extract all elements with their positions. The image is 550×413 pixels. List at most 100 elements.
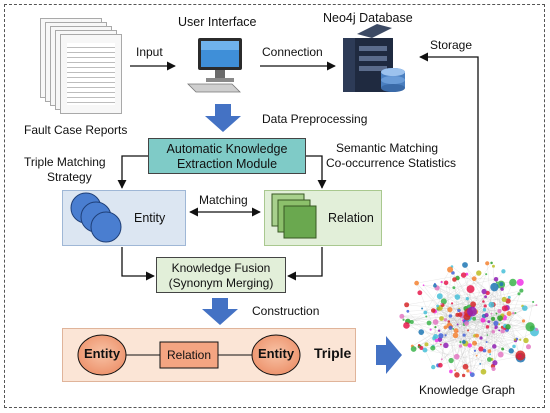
triple-relation-box	[159, 341, 219, 369]
graph-node	[421, 307, 424, 310]
graph-node	[450, 302, 454, 305]
graph-edge	[459, 314, 465, 342]
graph-node	[452, 277, 457, 282]
storage-arrow	[419, 52, 479, 262]
graph-node	[467, 329, 470, 332]
graph-node	[522, 305, 528, 311]
graph-edge	[433, 339, 521, 368]
module-to-entity-arrow	[117, 155, 148, 189]
graph-node	[425, 315, 428, 318]
graph-node	[492, 360, 498, 366]
graph-node	[475, 354, 478, 357]
graph-node	[447, 307, 453, 313]
fault-case-reports-stack	[40, 18, 130, 118]
graph-node	[449, 369, 453, 374]
graph-node	[512, 344, 516, 349]
graph-node	[493, 320, 499, 327]
construction-label: Construction	[252, 304, 320, 318]
graph-node	[501, 269, 506, 274]
entity-circles-icon	[70, 192, 122, 243]
triple-entity-left-ellipse	[77, 334, 127, 376]
graph-node	[492, 344, 497, 349]
graph-node	[491, 366, 496, 372]
entity-panel-label: Entity	[134, 211, 166, 225]
data-preprocessing-arrow	[205, 104, 241, 132]
user-interface-label: User Interface	[178, 15, 257, 29]
graph-edge	[454, 279, 485, 317]
graph-node	[443, 342, 449, 349]
triple-matching-strategy-line2: Strategy	[47, 170, 92, 184]
graph-edge	[423, 285, 458, 298]
triple-entity-right-ellipse	[251, 334, 301, 376]
graph-node	[453, 353, 460, 360]
graph-node	[516, 278, 524, 286]
graph-node	[443, 318, 447, 322]
graph-node	[481, 288, 487, 295]
graph-node	[426, 320, 432, 326]
graph-node	[459, 340, 462, 344]
construction-arrow	[202, 298, 238, 325]
entity-to-fusion-arrow	[121, 247, 155, 281]
graph-node	[466, 369, 470, 373]
graph-node	[491, 330, 496, 334]
graph-node	[490, 261, 493, 265]
graph-node	[430, 345, 436, 351]
graph-edge	[470, 291, 485, 373]
graph-node	[509, 278, 517, 287]
graph-edge	[489, 329, 508, 352]
graph-node	[489, 353, 492, 356]
graph-node	[508, 348, 514, 354]
graph-edge	[484, 326, 488, 351]
graph-node	[422, 284, 425, 287]
graph-node	[461, 319, 464, 322]
graph-node	[431, 364, 436, 370]
graph-node	[517, 354, 522, 359]
graph-node	[494, 325, 498, 329]
graph-node	[433, 283, 437, 288]
graph-edge	[460, 345, 494, 370]
graph-node	[498, 323, 501, 326]
graph-node	[399, 313, 405, 319]
graph-edge	[456, 330, 516, 341]
graph-node	[448, 314, 453, 318]
triple-entity-left-label: Entity	[83, 346, 121, 361]
graph-edge	[468, 327, 497, 331]
extraction-module-box: Automatic Knowledge Extraction Module	[148, 138, 306, 174]
graph-node	[456, 323, 459, 326]
graph-node	[437, 329, 441, 332]
graph-node	[486, 334, 489, 336]
graph-edge	[464, 264, 494, 305]
graph-node	[473, 349, 477, 352]
graph-node	[457, 312, 463, 317]
semantic-matching-label: Semantic Matching	[336, 141, 439, 155]
triple-relation-label: Relation	[166, 348, 212, 362]
graph-node	[454, 369, 457, 372]
relation-to-fusion-arrow	[287, 247, 323, 281]
graph-node	[443, 280, 449, 286]
graph-node	[451, 271, 455, 275]
graph-edge	[457, 277, 497, 280]
graph-edge	[451, 303, 521, 340]
graph-node	[418, 329, 425, 335]
graph-node	[444, 334, 447, 337]
graph-node	[461, 373, 466, 378]
graph-node	[525, 322, 535, 332]
graph-node	[417, 290, 423, 296]
graph-node	[472, 340, 477, 346]
graph-edge	[423, 285, 441, 308]
graph-edge	[470, 289, 494, 332]
knowledge-fusion-line1: Knowledge Fusion	[171, 261, 271, 275]
graph-node	[464, 321, 469, 326]
graph-edge	[460, 346, 466, 367]
graph-node	[497, 351, 504, 358]
graph-node	[514, 311, 517, 315]
graph-node	[432, 319, 439, 325]
matching-label: Matching	[199, 193, 248, 207]
graph-node	[462, 333, 466, 337]
graph-edge	[411, 272, 479, 323]
graph-node	[440, 281, 443, 284]
graph-node	[440, 358, 443, 361]
graph-node	[501, 305, 508, 312]
database-server-icon	[343, 24, 405, 92]
graph-node	[471, 276, 477, 282]
